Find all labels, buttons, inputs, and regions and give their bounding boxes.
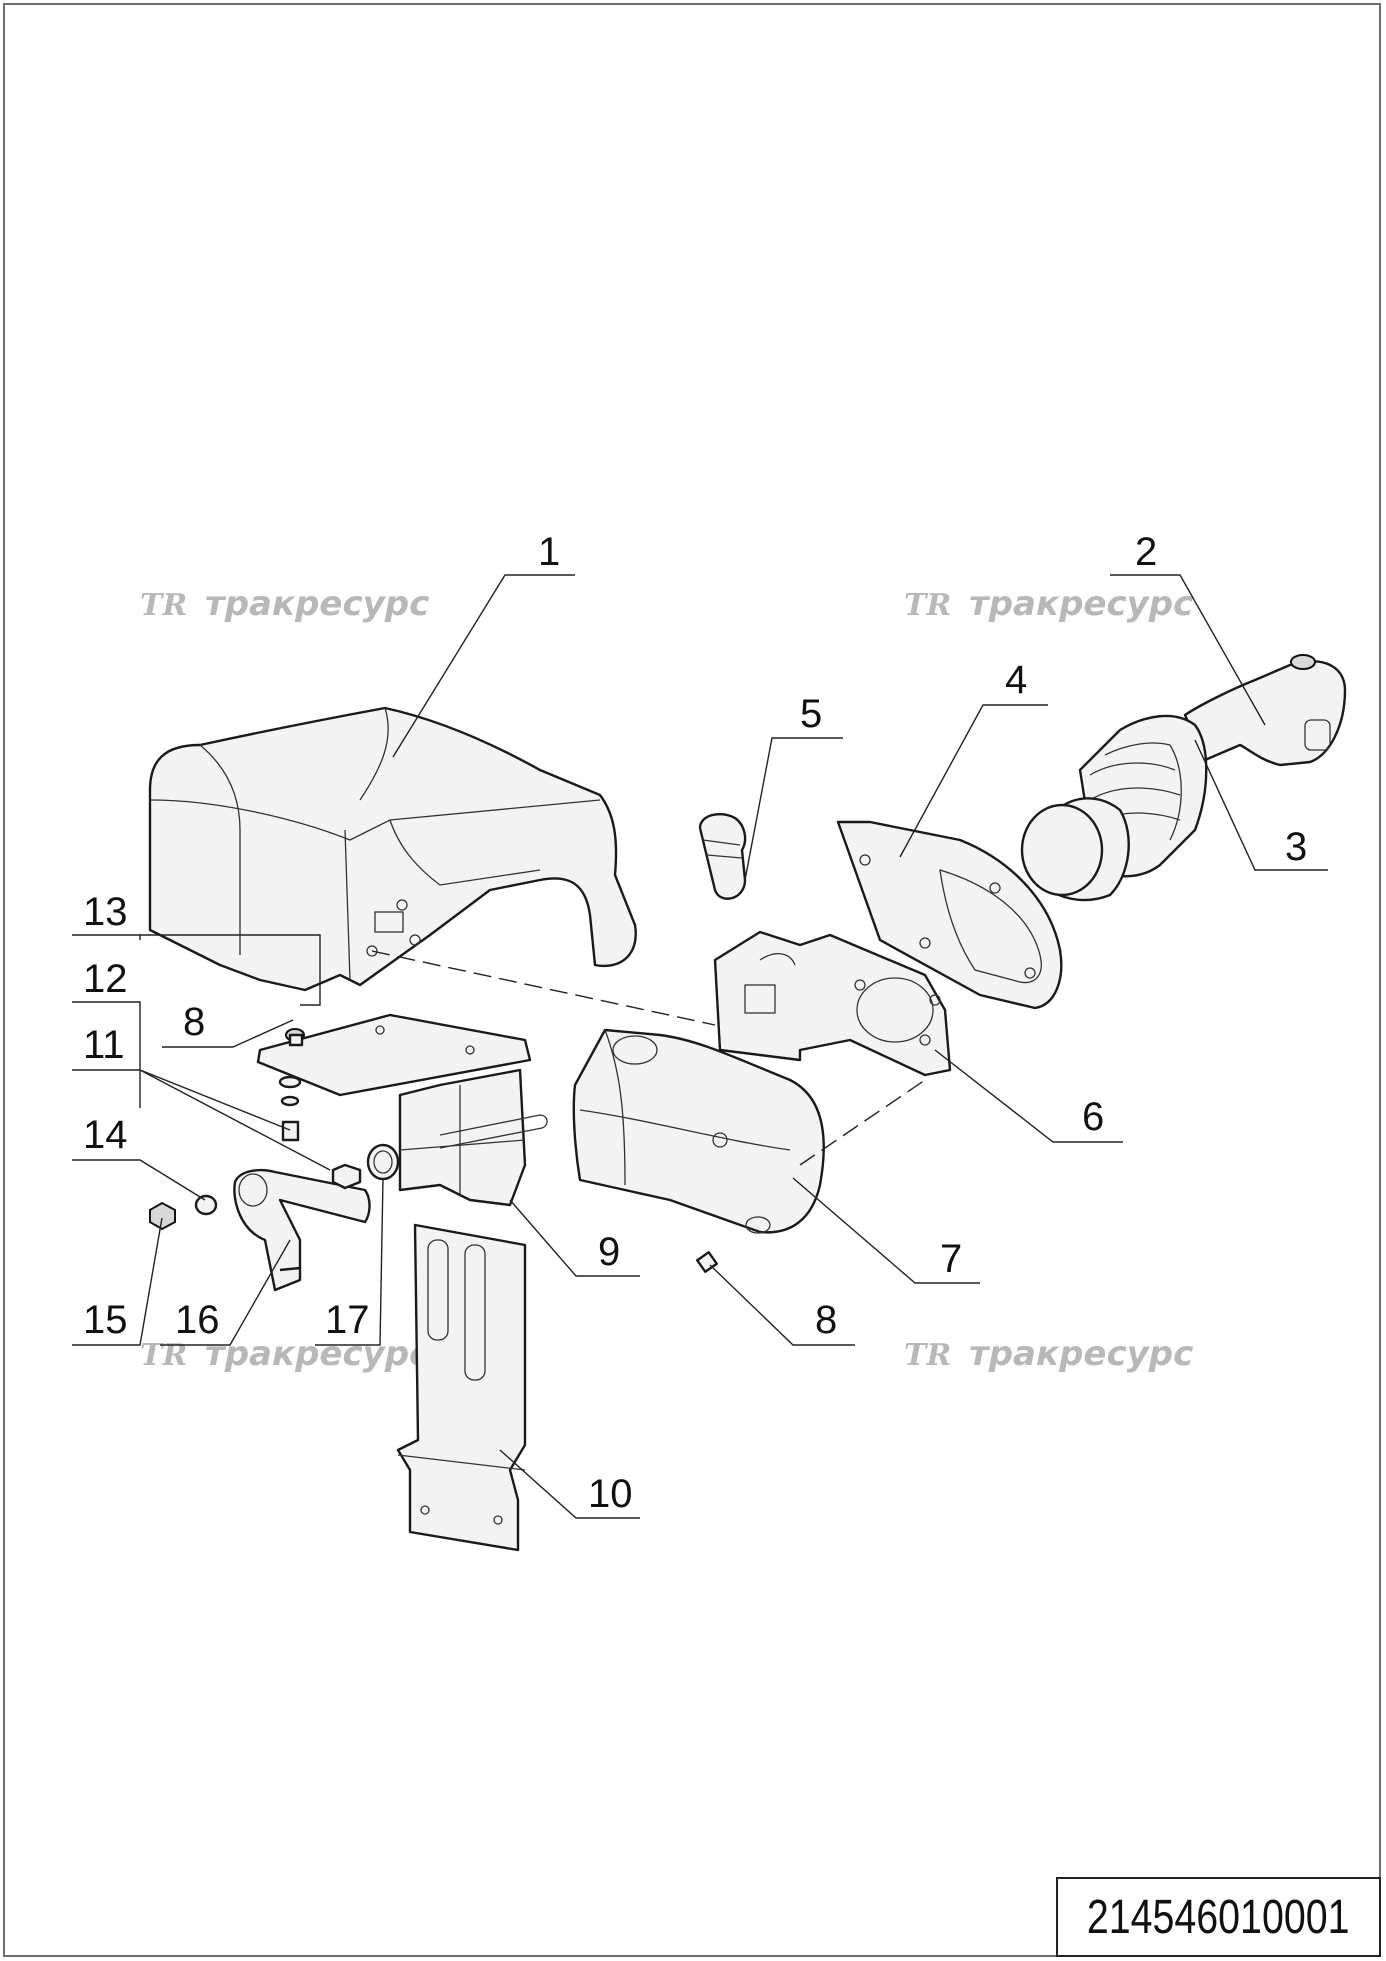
part-10-slotted-plate (396, 1223, 527, 1552)
alignment-line-cover-bracket (371, 950, 716, 1026)
callout-3: 3 (1285, 825, 1307, 869)
callout-1: 1 (538, 530, 560, 574)
leader-lines (72, 574, 1328, 1519)
part-8-screw-top (285, 1028, 305, 1047)
part-6-bracket (713, 930, 952, 1077)
callout-9: 9 (598, 1230, 620, 1274)
watermark-text: тракресурс (969, 584, 1193, 624)
watermark-text: тракресурс (205, 1334, 429, 1374)
callout-11: 11 (83, 1023, 125, 1067)
callout-2: 2 (1135, 530, 1157, 574)
watermark-text: тракресурс (205, 584, 429, 624)
part-15-nut (149, 1201, 176, 1231)
drawing-code: 214546010001 (1087, 1890, 1350, 1944)
watermark-top-left: TR тракресурс (140, 584, 429, 624)
part-14-washer (194, 1194, 218, 1216)
watermark-logo: TR (140, 1338, 187, 1373)
watermark-text: тракресурс (969, 1334, 1193, 1374)
callout-15: 15 (83, 1298, 128, 1342)
part-3-boot (1020, 714, 1208, 902)
part-11-13-washers (278, 1075, 302, 1142)
watermark-bottom-left: TR тракресурс (140, 1334, 429, 1374)
callout-10: 10 (588, 1472, 633, 1516)
watermark-logo: TR (140, 588, 187, 623)
watermark-bottom-right: TR тракресурс (904, 1334, 1193, 1374)
callout-labels: 1 2 3 4 5 6 7 8 8 9 10 11 12 13 14 15 16… (83, 530, 1307, 1516)
callout-14: 14 (83, 1113, 128, 1157)
part-4-gasket (836, 820, 1063, 1010)
callout-17: 17 (325, 1298, 370, 1342)
callout-6: 6 (1082, 1095, 1104, 1139)
callout-8-top: 8 (183, 1000, 205, 1044)
part-2-joystick (1183, 654, 1347, 767)
part-5-knob (698, 813, 747, 900)
callout-5: 5 (800, 692, 822, 736)
callout-13: 13 (83, 890, 128, 934)
drawing-sheet-border (3, 3, 1381, 1957)
callout-16: 16 (175, 1298, 220, 1342)
part-1-cover (148, 706, 637, 992)
watermark-logo: TR (904, 588, 951, 623)
callout-7: 7 (940, 1237, 962, 1281)
watermark-top-right: TR тракресурс (904, 584, 1193, 624)
watermark-logo: TR (904, 1338, 951, 1373)
callout-12: 12 (83, 957, 128, 1001)
part-16-lever (233, 1168, 371, 1292)
part-17-spring (331, 1143, 400, 1190)
part-9-mount-block (256, 1013, 548, 1207)
callout-4: 4 (1005, 658, 1027, 702)
part-7-housing (572, 1028, 825, 1234)
drawing-code-box: 214546010001 (1056, 1877, 1381, 1957)
callout-8-bottom: 8 (815, 1298, 837, 1342)
